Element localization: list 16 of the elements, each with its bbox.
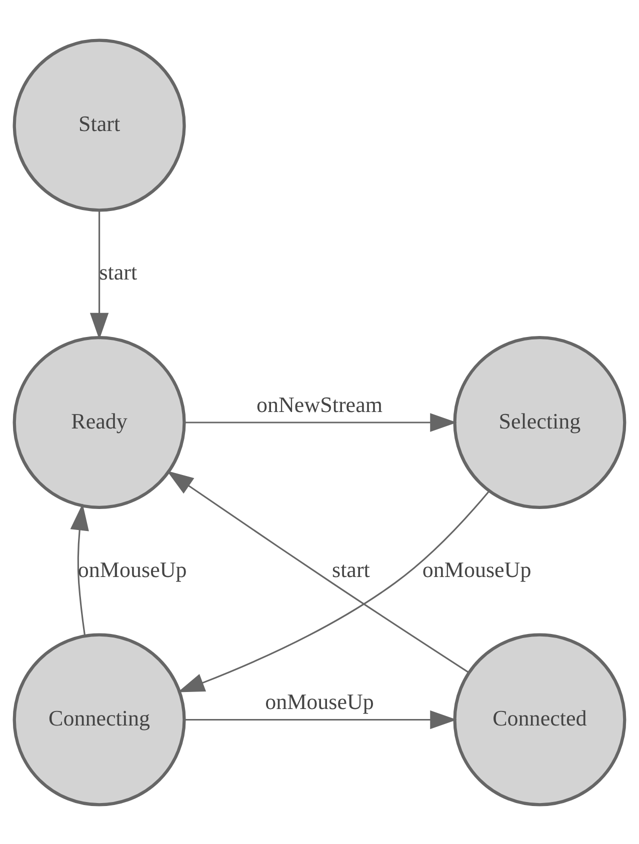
- node-circle: Selecting: [453, 336, 626, 508]
- arrow: [184, 710, 457, 729]
- arrow: [90, 210, 109, 340]
- node-circle: Connecting: [12, 632, 186, 806]
- edge-label: start: [99, 259, 138, 284]
- node-circle: Start: [12, 38, 186, 212]
- edge-label: onNewStream: [256, 391, 382, 416]
- arrow: [166, 470, 470, 673]
- arrow: [184, 412, 457, 432]
- arrow: [70, 503, 89, 636]
- edge-label: start: [332, 556, 370, 582]
- node-circle: Connected: [453, 632, 626, 806]
- edge-label: onMouseUp: [265, 688, 374, 714]
- node-circle: Ready: [12, 336, 186, 508]
- arrow: [178, 490, 490, 692]
- edge-label: onMouseUp: [422, 556, 532, 582]
